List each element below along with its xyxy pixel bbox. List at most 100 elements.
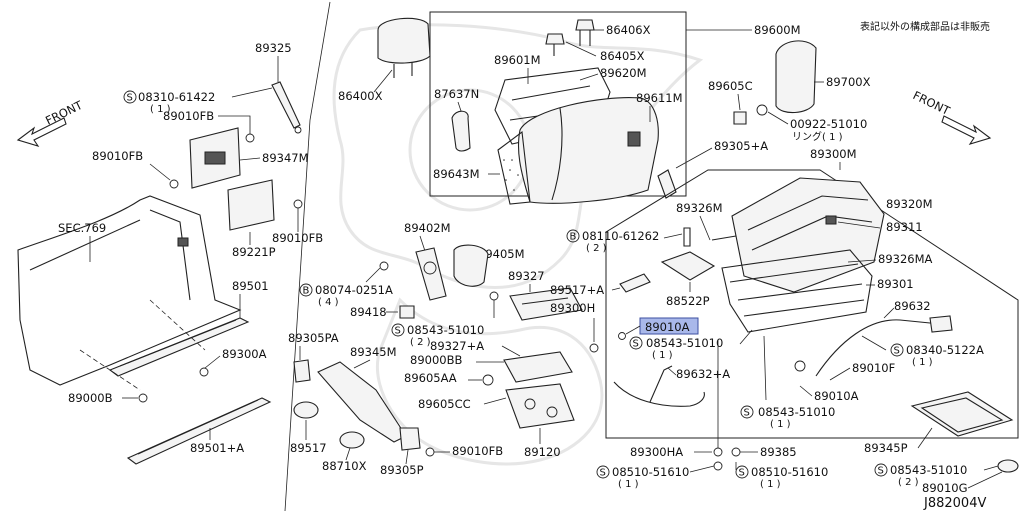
part-label-p88522p: 88522P [666, 294, 710, 308]
part-89221p-plate [227, 179, 275, 231]
part-label-p08543-a: 08543-51010 [407, 323, 484, 337]
part-label-p08543-d-qty: ( 2 ) [898, 477, 919, 488]
part-89345p-tray [910, 391, 1014, 437]
front-arrow-left: FRONT [16, 97, 86, 147]
part-label-sec769: SEC.769 [58, 221, 106, 235]
part-label-p08510-a-qty: ( 1 ) [618, 479, 639, 490]
part-label-p89643m: 89643M [433, 167, 480, 181]
part-label-p08310-qty: ( 1 ) [150, 104, 171, 115]
part-label-p08074: 08074-0251A [315, 283, 393, 297]
part-label-p08510-b: 08510-51610 [751, 465, 828, 479]
part-89305a-pad [657, 169, 677, 199]
part-label-p89311: 89311 [886, 220, 923, 234]
part-label-p89605c: 89605C [708, 79, 753, 93]
part-89620m-cushion [517, 97, 659, 204]
s-symbol-letter: S [878, 466, 884, 477]
part-label-p89605cc: 89605CC [418, 397, 471, 411]
part-89632a-cable [613, 381, 705, 407]
part-label-p89300ha: 89300HA [630, 445, 683, 459]
part-label-p89418: 89418 [350, 305, 387, 319]
part-89501a-rail [126, 397, 272, 465]
part-label-p87637n: 87637N [434, 87, 479, 101]
part-87637n-trim [451, 110, 471, 152]
highlighted-part-label: 89010A [645, 320, 690, 334]
part-label-p08543-b: 08543-51010 [646, 336, 723, 350]
part-label-p89326ma: 89326MA [878, 252, 933, 266]
part-label-p89320m: 89320M [886, 197, 933, 211]
diagram-code: J882004V [923, 496, 986, 511]
part-89320m-cushion [731, 177, 885, 293]
s-symbol-letter: S [744, 408, 750, 419]
part-89700x-headrest [775, 40, 817, 114]
part-86406x-guide [575, 19, 595, 46]
part-label-p89300h: 89300H [550, 301, 595, 315]
part-89632-cable [815, 319, 941, 377]
part-label-p89305pa: 89305PA [288, 331, 339, 345]
sec769-trim-panel [17, 195, 242, 386]
part-89120-slide [505, 383, 575, 429]
part-89325-bracket [271, 81, 302, 134]
part-label-p89010fb-b: 89010FB [92, 149, 143, 163]
part-label-p89327a: 89327+A [430, 339, 484, 353]
part-label-p89347m: 89347M [262, 151, 309, 165]
part-label-p89345m: 89345M [350, 345, 397, 359]
part-label-p89325: 89325 [255, 41, 292, 55]
part-label-p88710x: 88710X [322, 459, 367, 473]
s-symbol-letter: S [395, 326, 401, 337]
seatback-group-box [429, 11, 687, 197]
part-label-p89700x: 89700X [826, 75, 871, 89]
part-label-p89010g: 89010G [922, 481, 968, 495]
s-symbol-letter: S [600, 468, 606, 479]
part-label-p08543-b-qty: ( 1 ) [652, 350, 673, 361]
part-89327a-cover [503, 351, 573, 383]
part-label-p08340-qty: ( 1 ) [912, 357, 933, 368]
part-label-p08543-a-qty: ( 2 ) [410, 337, 431, 348]
part-label-p89305p: 89305P [380, 463, 424, 477]
part-label-p89345p: 89345P [864, 441, 908, 455]
part-label-p89300a: 89300A [222, 347, 267, 361]
part-86405x-guide [545, 33, 565, 56]
part-label-p08110-qty: ( 2 ) [586, 243, 607, 254]
part-86400x-headrest [377, 17, 431, 78]
part-label-p89632: 89632 [894, 299, 931, 313]
part-label-p08074-qty: ( 4 ) [318, 297, 339, 308]
part-label-p89301: 89301 [877, 277, 914, 291]
part-label-p89000bb: 89000BB [410, 353, 462, 367]
part-label-p89221p: 89221P [232, 245, 276, 259]
part-label-p08543-d: 08543-51010 [890, 463, 967, 477]
part-label-p08510-a: 08510-51610 [612, 465, 689, 479]
part-label-p00922-note: リング( 1 ) [792, 130, 843, 143]
part-88522p-plate [660, 251, 716, 281]
part-label-p89010fb-d: 89010FB [452, 444, 503, 458]
s-symbol-icon [123, 90, 137, 104]
cushion-group-box [605, 169, 1019, 439]
part-89402m-recliner [415, 247, 447, 301]
part-label-p89010a: 89010A [814, 389, 859, 403]
s-symbol-letter: S [894, 346, 900, 357]
b-symbol-letter: B [303, 286, 310, 297]
part-label-p08543-c: 08543-51010 [758, 405, 835, 419]
section-divider [284, 1, 331, 511]
part-label-p89605aa: 89605AA [404, 371, 457, 385]
part-00922-ring [756, 104, 768, 116]
part-label-p89632a: 89632+A [676, 367, 730, 381]
part-89405m-cover [453, 244, 489, 287]
part-label-p89385: 89385 [760, 445, 797, 459]
s-symbol-letter: S [739, 468, 745, 479]
non-sale-note: 表記以外の構成部品は非販売 [860, 20, 990, 33]
part-label-p89402m: 89402M [404, 221, 451, 235]
part-label-p89611m: 89611M [636, 91, 683, 105]
part-label-p08310: 08310-61422 [138, 90, 215, 104]
part-label-p08110: 08110-61262 [582, 229, 659, 243]
part-label-p89305a: 89305+A [714, 139, 768, 153]
part-label-p89501: 89501 [232, 279, 269, 293]
part-label-p89300m: 89300M [810, 147, 857, 161]
part-label-p08543-c-qty: ( 1 ) [770, 419, 791, 430]
b-symbol-letter: B [570, 232, 577, 243]
part-label-p89405m: 89405M [478, 247, 525, 261]
part-label-p08340: 08340-5122A [906, 343, 984, 357]
part-89345m-trim [317, 361, 407, 443]
part-89327-cover [509, 287, 583, 321]
part-label-p00922: 00922-51010 [790, 117, 867, 131]
